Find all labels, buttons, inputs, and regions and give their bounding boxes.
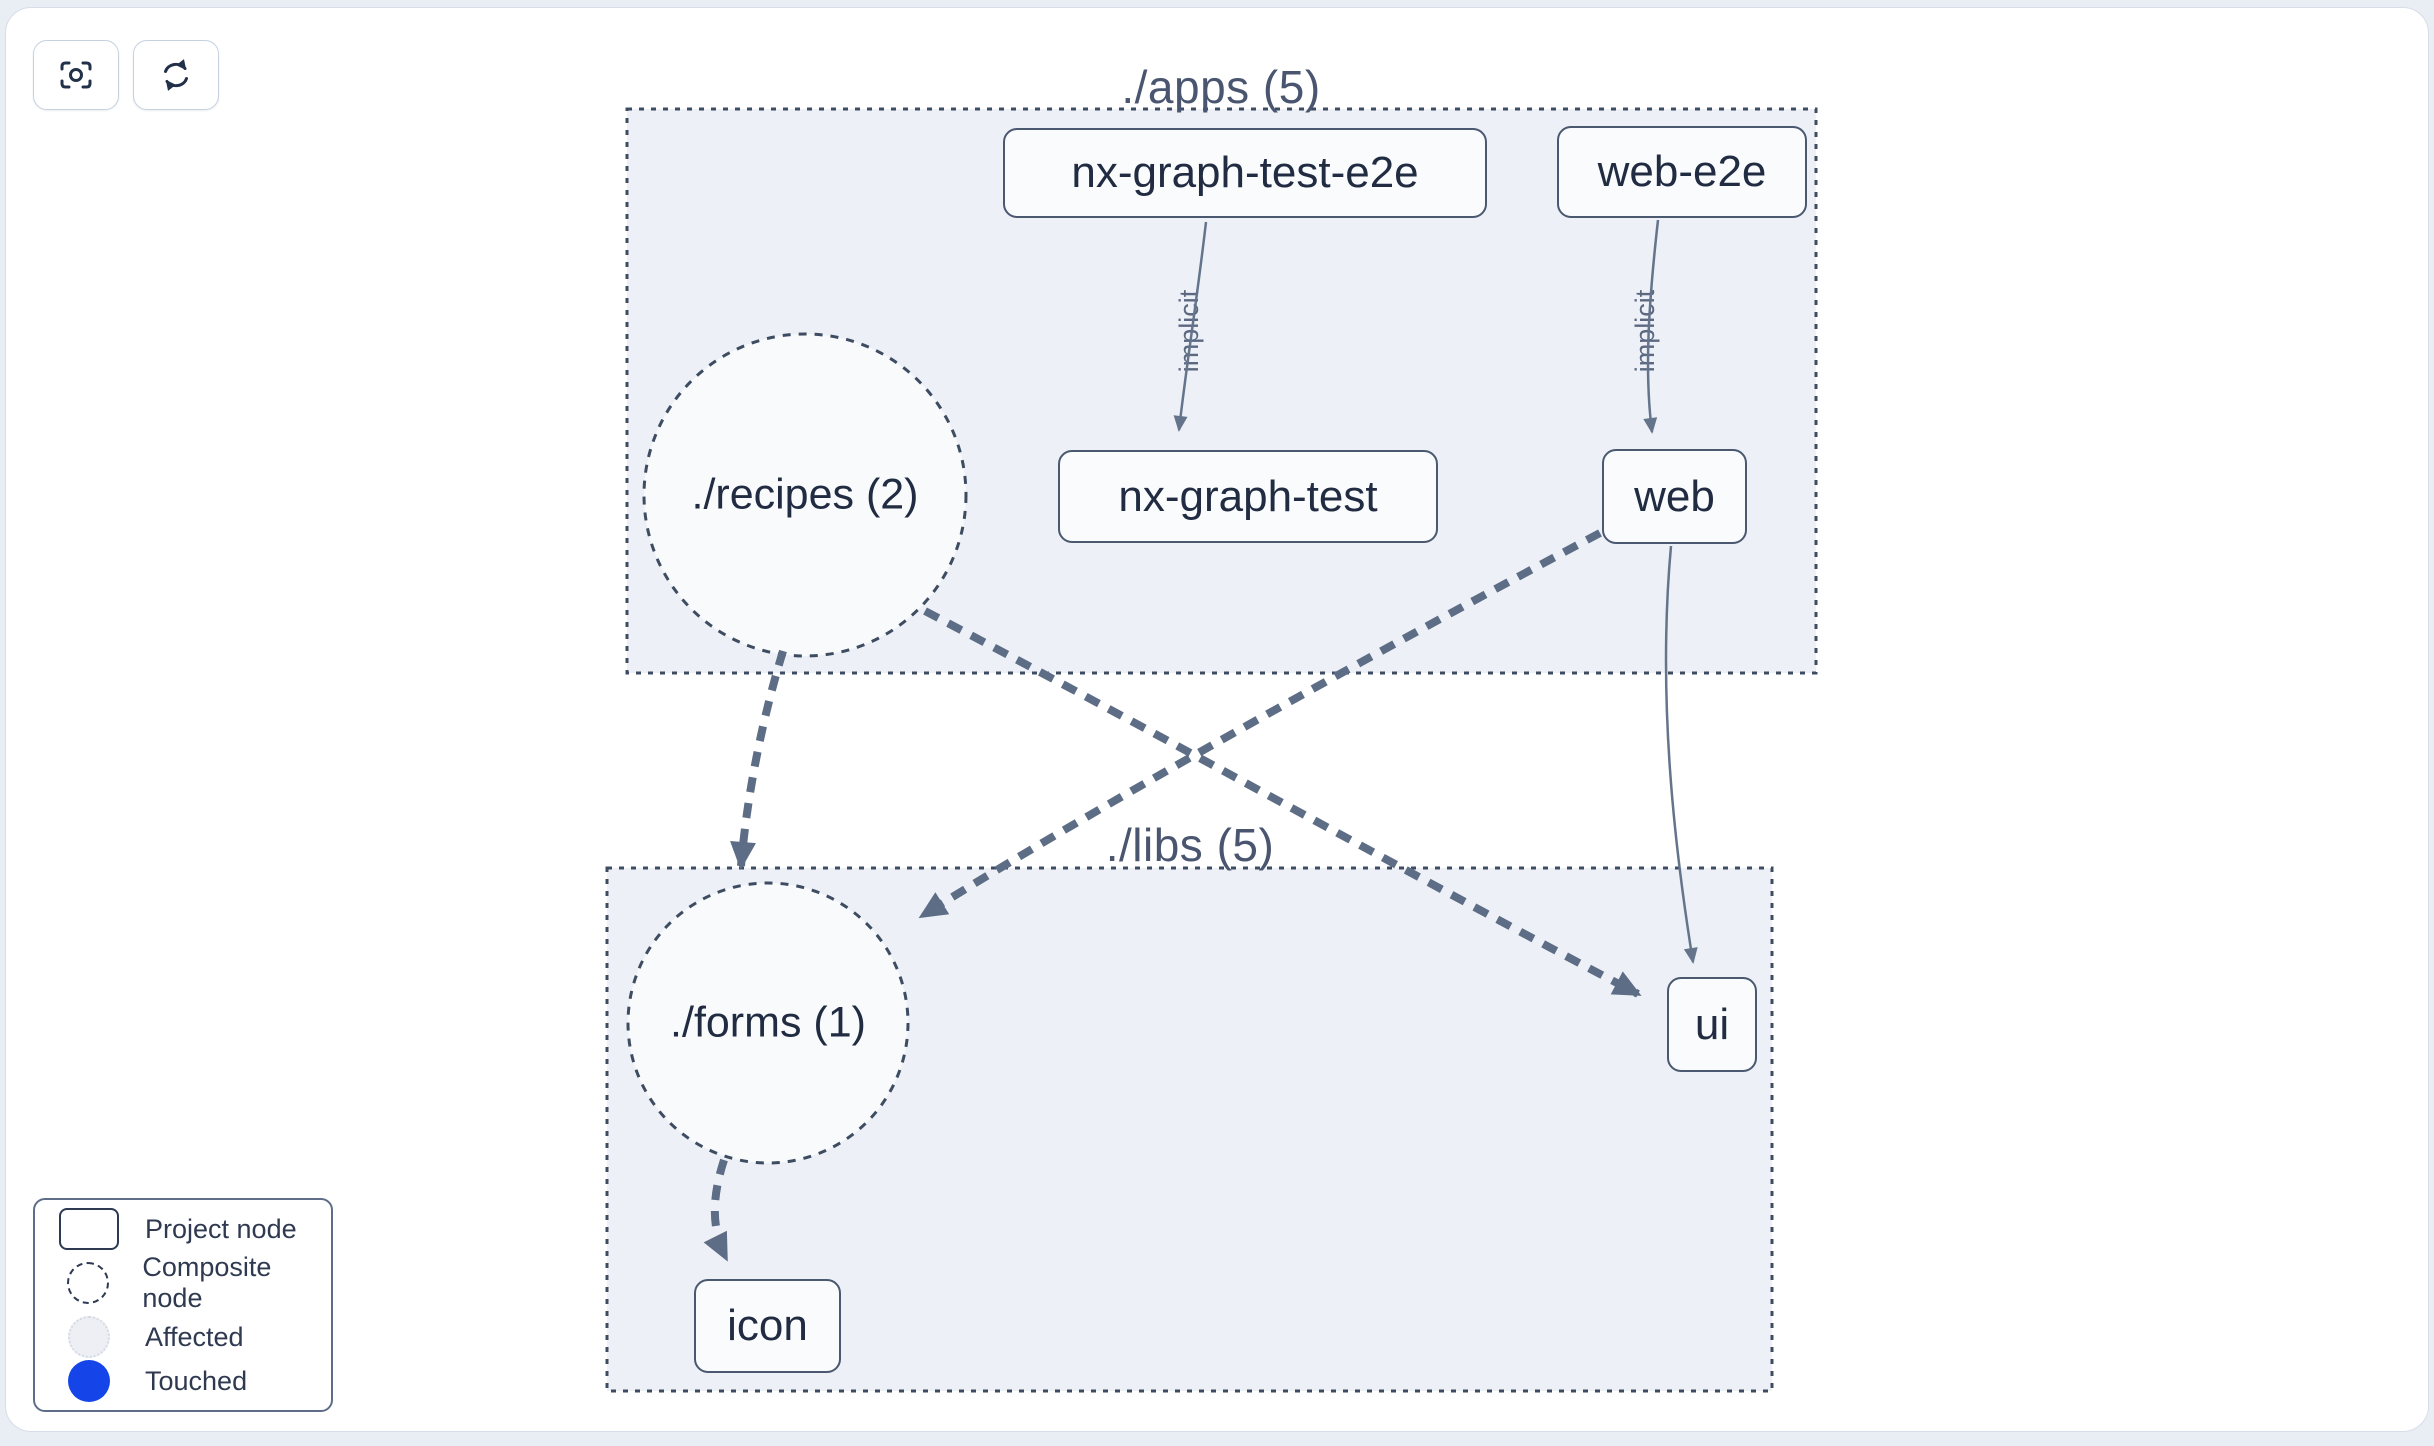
project-node-icon[interactable]: icon	[694, 1279, 841, 1373]
edge-forms-to-icon	[703, 1158, 730, 1262]
composite-node-swatch	[57, 1262, 118, 1304]
project-node-web[interactable]: web	[1602, 449, 1747, 544]
legend-row-touched: Touched	[35, 1360, 331, 1402]
edge-web-to-ui	[1664, 545, 1698, 964]
refresh-icon	[164, 59, 188, 91]
edge-web-e2e-to-web	[1643, 219, 1660, 434]
edge-recipes-to-ui	[923, 607, 1642, 998]
legend-row-affected: Affected	[35, 1316, 331, 1358]
edge-recipes-to-forms	[730, 649, 787, 870]
project-node-nx-graph-test-e2e[interactable]: nx-graph-test-e2e	[1003, 128, 1487, 218]
legend-row-project: Project node	[35, 1208, 331, 1250]
edge-web-to-forms	[918, 529, 1602, 920]
focus-icon	[60, 61, 92, 89]
edge-label-implicit-2: implicit	[1630, 289, 1660, 372]
composite-label-recipes[interactable]: ./recipes (2)	[691, 470, 919, 519]
legend-label: Project node	[145, 1213, 297, 1244]
refresh-button[interactable]	[133, 40, 219, 110]
composite-node-forms[interactable]	[626, 881, 910, 1165]
legend-label: Touched	[145, 1365, 248, 1396]
composite-node-recipes[interactable]	[642, 332, 968, 658]
touched-swatch	[57, 1360, 121, 1402]
affected-swatch	[57, 1316, 121, 1358]
group-title-apps: ./apps (5)	[1121, 61, 1321, 113]
project-node-ui[interactable]: ui	[1667, 977, 1757, 1072]
project-node-web-e2e[interactable]: web-e2e	[1557, 126, 1807, 218]
legend-label: Composite node	[142, 1252, 272, 1313]
legend-label: Affected	[145, 1321, 244, 1352]
legend: Project node Composite node Affected Tou…	[33, 1198, 333, 1412]
composite-label-forms[interactable]: ./forms (1)	[670, 998, 866, 1047]
project-node-nx-graph-test[interactable]: nx-graph-test	[1058, 450, 1438, 543]
project-node-swatch	[57, 1208, 121, 1250]
focus-button[interactable]	[33, 40, 119, 110]
edge-nx-graph-test-e2e-to-nx-graph-test	[1173, 221, 1208, 432]
legend-row-composite: Composite node	[35, 1252, 331, 1314]
group-title-libs: ./libs (5)	[1105, 819, 1275, 871]
